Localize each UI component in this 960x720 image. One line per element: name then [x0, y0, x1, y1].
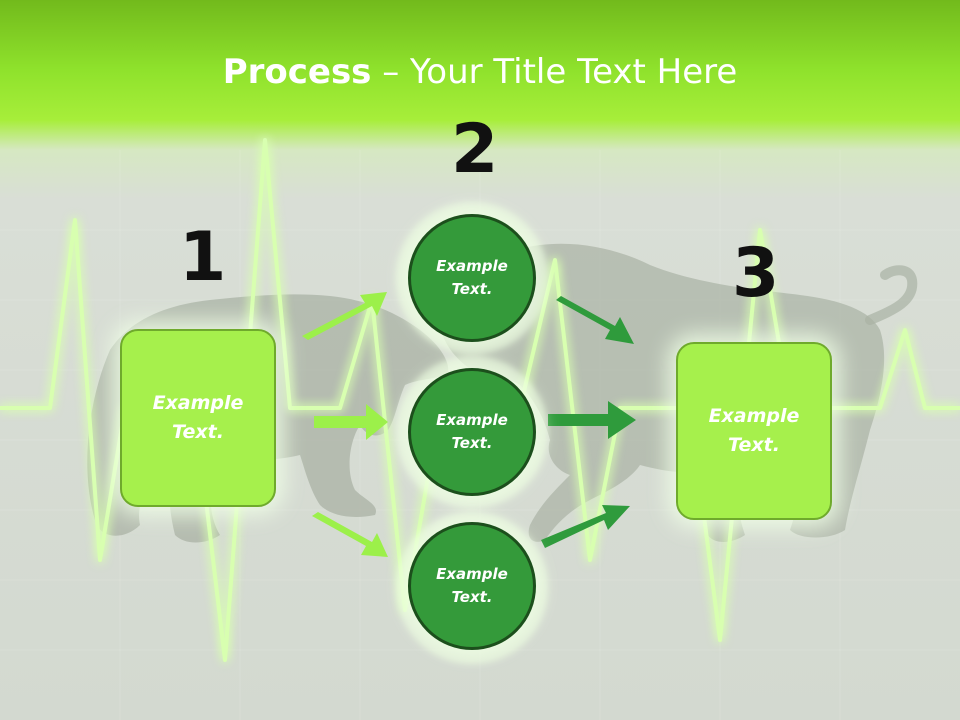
arrow-up-right [541, 505, 630, 548]
arrow-down-left [312, 512, 388, 557]
title-bold: Process [222, 52, 372, 92]
arrow-mid-left [314, 404, 388, 440]
arrow-up-left [302, 292, 387, 340]
step-number-1: 1 [179, 218, 227, 297]
left-box: Example Text. [120, 329, 276, 507]
circle-bottom: Example Text. [408, 522, 536, 650]
circle-bottom-text: Example Text. [436, 565, 508, 606]
circle-middle: Example Text. [408, 368, 536, 496]
step-number-2: 2 [451, 110, 499, 189]
bull-tail [865, 265, 918, 325]
step-number-3: 3 [732, 234, 780, 313]
left-arrows [302, 292, 388, 557]
arrow-down-right [556, 296, 634, 344]
left-box-text: Example Text. [152, 392, 244, 443]
title-rest: – Your Title Text Here [371, 52, 738, 92]
right-arrows [541, 296, 636, 548]
right-box-text: Example Text. [708, 405, 800, 456]
slide-title: Process – Your Title Text Here [0, 52, 960, 92]
circle-middle-text: Example Text. [436, 411, 508, 452]
right-box: Example Text. [676, 342, 832, 520]
circle-top-text: Example Text. [436, 257, 508, 298]
arrow-mid-right [548, 401, 636, 439]
circle-top: Example Text. [408, 214, 536, 342]
